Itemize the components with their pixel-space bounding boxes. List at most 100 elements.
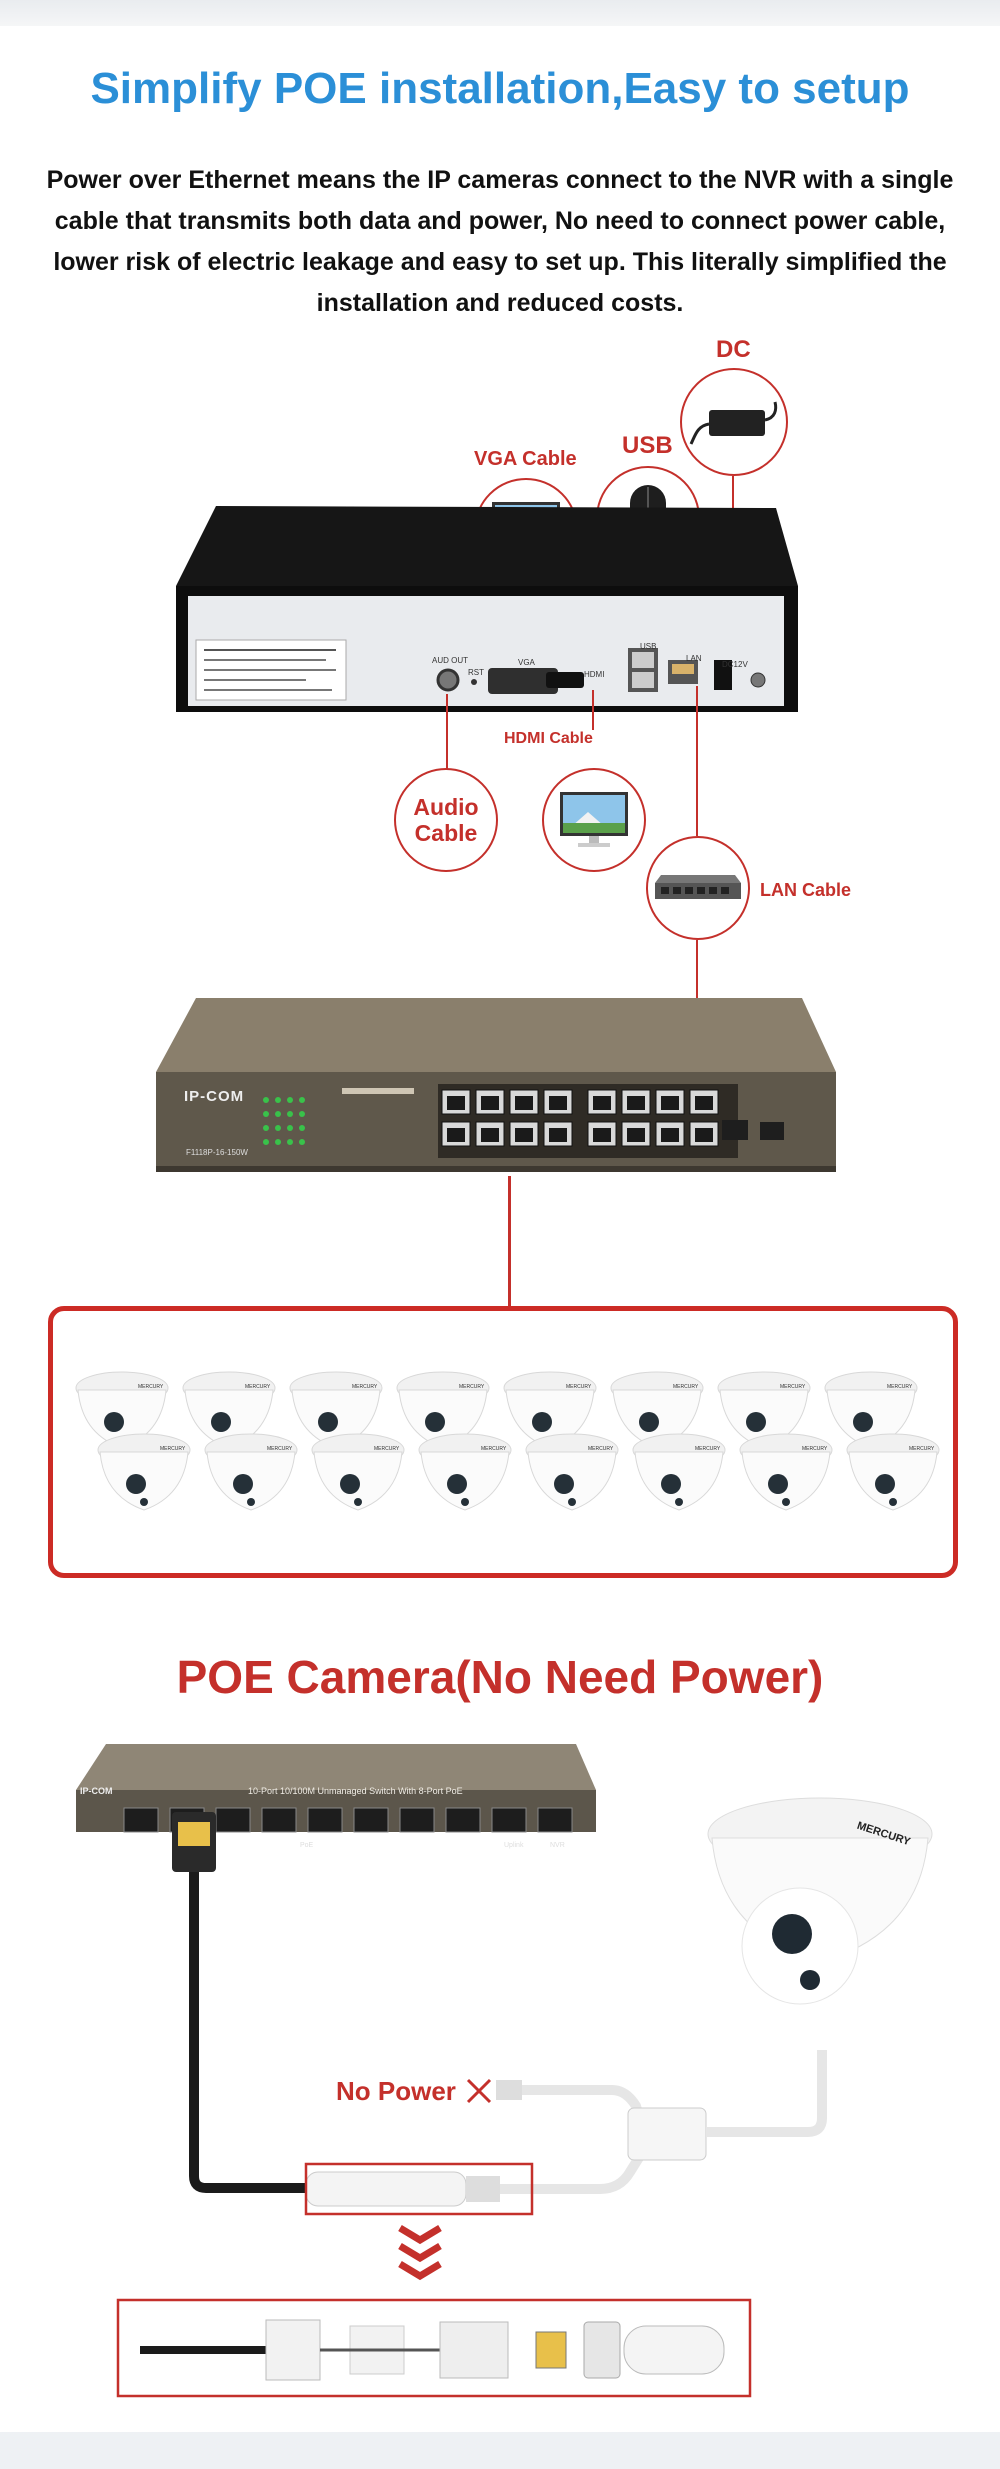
- switch-port-socket: [627, 1128, 645, 1142]
- switch-led: [287, 1125, 293, 1131]
- switch-led: [287, 1139, 293, 1145]
- audio-connector-line: [446, 694, 448, 770]
- camera-brand-text: MERCURY: [160, 1446, 186, 1452]
- switch-model: F1118P-16-150W: [186, 1148, 248, 1157]
- switch-led: [299, 1125, 305, 1131]
- nvr-port-vga: VGA: [518, 658, 535, 667]
- switch-led: [275, 1097, 281, 1103]
- poe-switch-port: [261, 1807, 297, 1833]
- poe-switch-uplink-label: Uplink: [504, 1842, 524, 1849]
- poe-switch-port: [399, 1807, 435, 1833]
- hdmi-monitor-circle: [542, 768, 646, 872]
- poe-switch: [156, 998, 836, 1172]
- camera-brand-text: MERCURY: [887, 1384, 913, 1390]
- switch-port-socket: [549, 1128, 567, 1142]
- lan-connector-line: [696, 686, 698, 836]
- switch-port-socket: [661, 1096, 679, 1110]
- camera-brand-text: MERCURY: [780, 1384, 806, 1390]
- switch-brand: IP-COM: [184, 1088, 245, 1105]
- power-adapter-icon: [689, 401, 778, 445]
- switch-port-array: [441, 1089, 719, 1147]
- camera-brand-text: MERCURY: [566, 1384, 592, 1390]
- camera-brand-text: MERCURY: [352, 1384, 378, 1390]
- poe-switch-caption: 10-Port 10/100M Unmanaged Switch With 8-…: [248, 1786, 463, 1796]
- cable-drawing: [116, 1812, 827, 2398]
- switch-led: [287, 1097, 293, 1103]
- dome-camera-thumb: MERCURY: [418, 1433, 512, 1511]
- tv-icon: [560, 792, 628, 847]
- page-description: Power over Ethernet means the IP cameras…: [46, 166, 954, 317]
- camera-brand-text: MERCURY: [245, 1384, 271, 1390]
- switch-led: [275, 1111, 281, 1117]
- dome-camera-thumb: MERCURY: [846, 1433, 940, 1511]
- switch-to-cameras-line: [508, 1176, 511, 1306]
- hdmi-cable-label: HDMI Cable: [504, 730, 593, 747]
- poe-switch-port: [123, 1807, 159, 1833]
- hdmi-connector-line: [592, 690, 594, 730]
- camera-brand-text: MERCURY: [673, 1384, 699, 1390]
- dome-camera: [707, 1797, 933, 2005]
- nvr-recorder: [176, 506, 798, 712]
- nvr-port-hdmi: HDMI: [584, 670, 605, 679]
- mini-switch-icon: [655, 875, 741, 899]
- top-band: [0, 0, 1000, 26]
- camera-brand-text: MERCURY: [138, 1384, 164, 1390]
- switch-led-array: [263, 1097, 305, 1145]
- switch-port-socket: [447, 1096, 465, 1110]
- poe-switch-port: [445, 1807, 481, 1833]
- camera-brand-text: MERCURY: [588, 1446, 614, 1452]
- switch-led: [287, 1111, 293, 1117]
- poe-camera-title: POE Camera(No Need Power): [176, 1651, 824, 1703]
- dome-camera-thumb: MERCURY: [632, 1433, 726, 1511]
- lan-switch-circle: [646, 836, 750, 940]
- nvr-port-dc: DC12V: [722, 660, 748, 669]
- lan-cable-label: LAN Cable: [760, 880, 852, 900]
- cameras-box: [48, 1306, 958, 1578]
- switch-port-socket: [481, 1096, 499, 1110]
- camera-brand-text: MERCURY: [909, 1446, 935, 1452]
- dome-camera-thumb: MERCURY: [311, 1433, 405, 1511]
- audio-label-line2: Cable: [414, 820, 478, 846]
- switch-led: [263, 1125, 269, 1131]
- nvr-port-audio: AUD OUT: [432, 656, 468, 665]
- audio-label-line1: Audio: [413, 794, 479, 820]
- switch-port-socket: [661, 1128, 679, 1142]
- camera-brand-text: MERCURY: [459, 1384, 485, 1390]
- page-title: Simplify POE installation,Easy to setup: [90, 64, 910, 113]
- no-power-label: No Power: [336, 2076, 456, 2106]
- usb-label: USB: [622, 432, 673, 459]
- dome-camera-thumb: MERCURY: [204, 1433, 298, 1511]
- switch-led: [299, 1097, 305, 1103]
- switch-port-socket: [515, 1128, 533, 1142]
- camera-brand-text: MERCURY: [802, 1446, 828, 1452]
- switch-led: [275, 1125, 281, 1131]
- dc-adapter-circle: [680, 368, 788, 476]
- dome-camera-thumb: MERCURY: [525, 1433, 619, 1511]
- poe-switch-poe-label: PoE: [300, 1842, 314, 1849]
- audio-cable-circle: Audio Cable: [394, 768, 498, 872]
- camera-brand-text: MERCURY: [695, 1446, 721, 1452]
- switch-port-socket: [549, 1096, 567, 1110]
- switch-led: [299, 1111, 305, 1117]
- nvr-port-rst: RST: [468, 668, 484, 677]
- switch-port-socket: [481, 1128, 499, 1142]
- switch-port-socket: [447, 1128, 465, 1142]
- switch-port-socket: [515, 1096, 533, 1110]
- dc-label: DC: [716, 336, 751, 363]
- camera-brand-text: MERCURY: [481, 1446, 507, 1452]
- switch-port-socket: [695, 1096, 713, 1110]
- poe-switch-brand: IP-COM: [80, 1786, 113, 1796]
- switch-led: [263, 1111, 269, 1117]
- switch-port-socket: [695, 1128, 713, 1142]
- poe-switch-nvr-label: NVR: [550, 1842, 565, 1849]
- bottom-band: [0, 2432, 1000, 2469]
- nvr-port-usb: USB: [640, 642, 657, 651]
- switch-led: [263, 1097, 269, 1103]
- poe-switch-port: [307, 1807, 343, 1833]
- dome-camera-thumb: MERCURY: [739, 1433, 833, 1511]
- switch-led: [275, 1139, 281, 1145]
- poe-switch-port: [353, 1807, 389, 1833]
- camera-brand-text: MERCURY: [267, 1446, 293, 1452]
- switch-port-socket: [627, 1096, 645, 1110]
- switch-port-socket: [593, 1096, 611, 1110]
